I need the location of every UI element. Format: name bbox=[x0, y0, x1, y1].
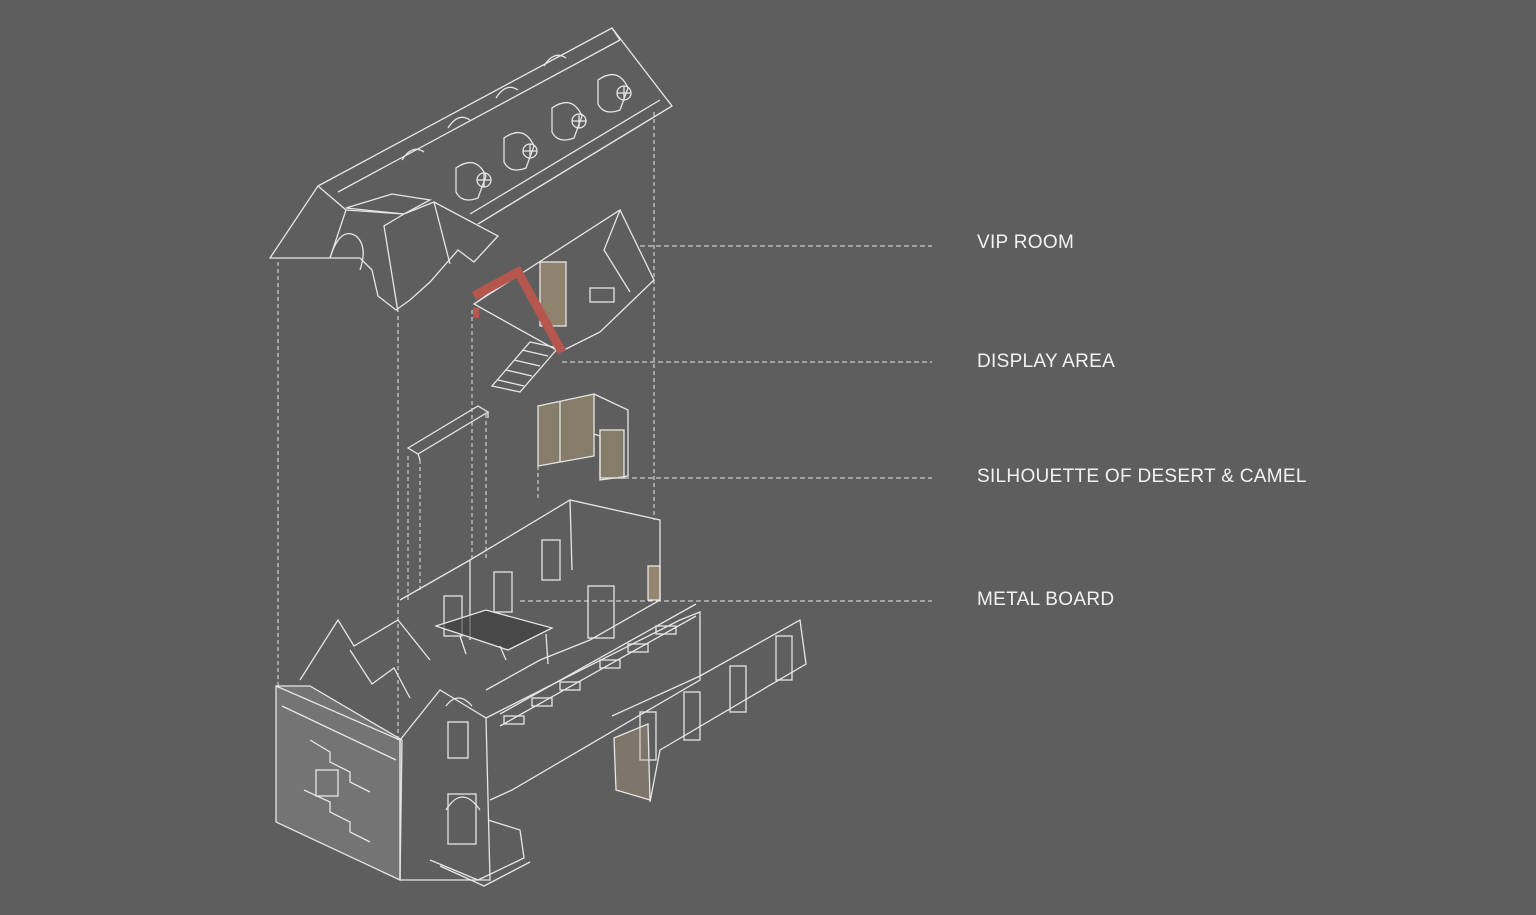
metal-board-piece bbox=[406, 405, 490, 461]
vip-room-piece bbox=[471, 209, 655, 393]
silhouette-panels bbox=[537, 393, 629, 481]
leader-lines bbox=[520, 245, 932, 602]
label-metal-board: METAL BOARD bbox=[977, 589, 1115, 610]
alignment-lines bbox=[277, 112, 655, 740]
label-display-area: DISPLAY AREA bbox=[977, 351, 1116, 372]
label-vip-room: VIP ROOM bbox=[977, 232, 1075, 253]
label-silhouette: SILHOUETTE OF DESERT & CAMEL bbox=[977, 466, 1307, 487]
ground-building bbox=[275, 499, 807, 887]
roof-piece bbox=[268, 27, 673, 313]
